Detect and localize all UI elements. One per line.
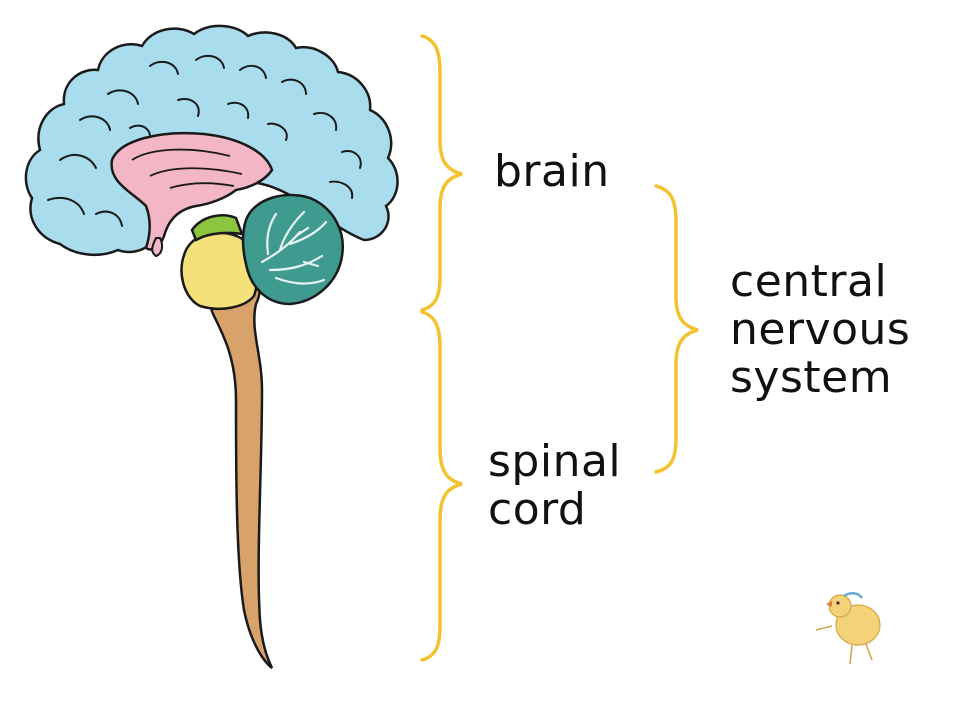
cerebrum-sulci xyxy=(47,54,362,227)
corpus-callosum-shape xyxy=(110,131,274,251)
cns-label-line-3: system xyxy=(730,352,893,403)
chick-mascot-icon xyxy=(815,592,881,665)
cerebellum-arbor xyxy=(260,210,328,285)
cerebellum-shape xyxy=(241,193,344,306)
corpus-lines xyxy=(131,148,243,189)
cns-label-line-2: nervous xyxy=(730,304,911,355)
spinal-cord-label: spinal cord xyxy=(488,438,621,534)
central-nervous-system-label: central nervous system xyxy=(730,258,910,402)
pituitary-shape xyxy=(151,237,164,258)
cns-bracket xyxy=(654,184,699,474)
spinal-cord-shape xyxy=(209,258,274,669)
spinal-cord-label-line-2: cord xyxy=(488,484,587,535)
spinal-cord-label-line-1: spinal xyxy=(488,436,622,487)
brain-label: brain xyxy=(494,146,610,197)
brain-bracket xyxy=(420,34,463,312)
cns-label-line-1: central xyxy=(730,256,888,307)
spinal-cord-bracket xyxy=(420,310,463,662)
